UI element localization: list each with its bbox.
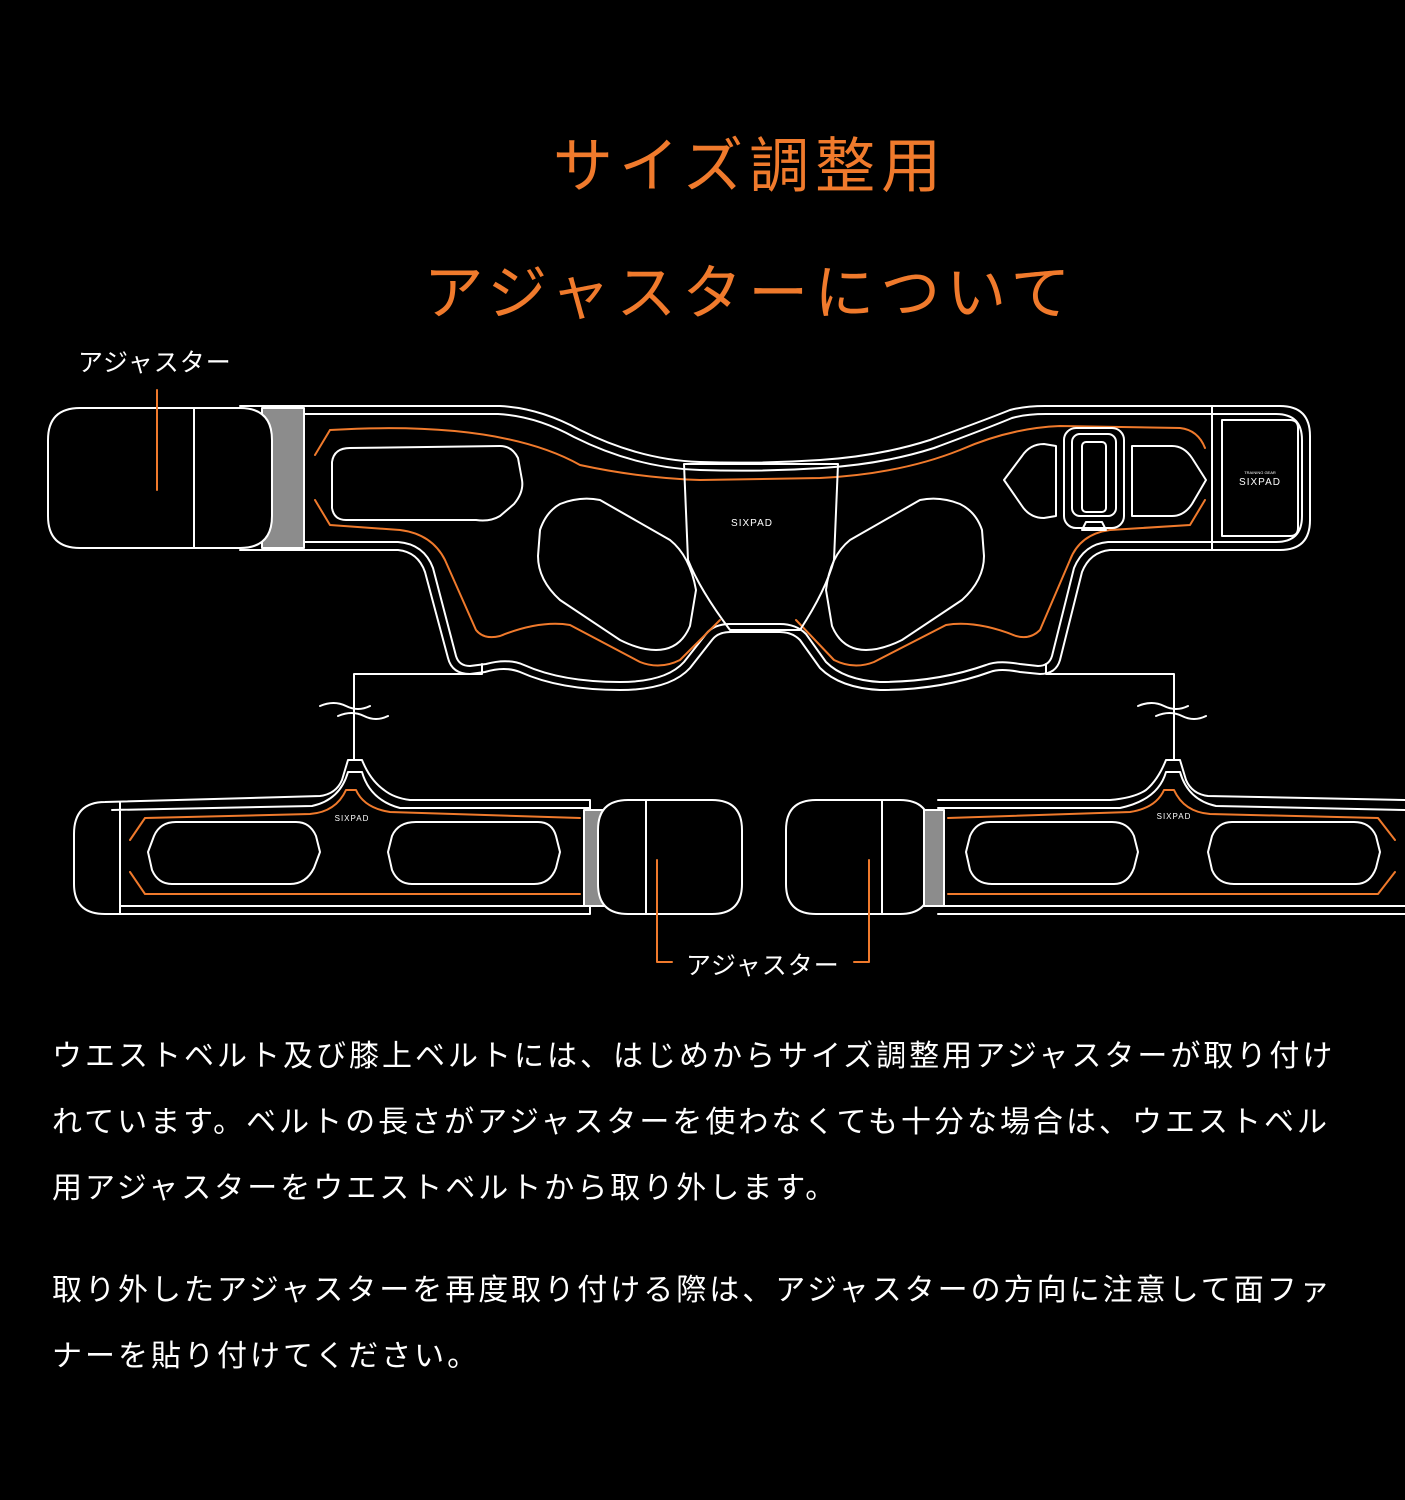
controller-holder-inner xyxy=(1071,433,1117,517)
body-paragraph-1: ウエストベルト及び膝上ベルトには、はじめからサイズ調整用アジャスターが取り付け … xyxy=(52,1024,1405,1222)
logo-waist-right-small: TRAINING GEAR xyxy=(1244,470,1276,475)
callout-label-top: アジャスター xyxy=(78,348,232,377)
logo-thigh-right: SIXPAD xyxy=(1157,812,1192,821)
thigh-right-pad-2 xyxy=(1207,821,1381,885)
thigh-left-adjuster xyxy=(597,799,743,915)
waist-pad-3 xyxy=(825,497,985,651)
thigh-right-adjuster xyxy=(785,799,931,915)
logo-waist-right: SIXPAD xyxy=(1239,477,1281,488)
belt-connectors xyxy=(319,663,1207,761)
callout-label-bottom: アジャスター xyxy=(686,951,840,980)
thigh-belt-left xyxy=(73,759,743,915)
heading-line-2: アジャスターについて xyxy=(423,259,1077,329)
waist-center-panel xyxy=(683,463,839,631)
body-paragraph-1-line-2: れています。ベルトの長さがアジャスターを使わなくても十分な場合は、ウエストベル xyxy=(52,1105,1330,1140)
waist-belt-inner-outline xyxy=(303,413,1303,683)
callout-leader-bottom-right xyxy=(853,859,870,963)
waist-adjuster-left xyxy=(47,407,273,549)
waist-belt xyxy=(47,405,1311,691)
controller-holder-outer xyxy=(1063,427,1125,529)
body-paragraph-1-line-3: 用アジャスターをウエストベルトから取り外します。 xyxy=(52,1171,839,1206)
thigh-left-pad-1 xyxy=(147,821,321,885)
logo-thigh-left: SIXPAD xyxy=(335,814,370,823)
thigh-left-pad-2 xyxy=(387,821,561,885)
thigh-belt-right xyxy=(785,759,1405,915)
heading-line-1: サイズ調整用 xyxy=(552,132,948,202)
waist-end-right xyxy=(1211,405,1299,551)
body-paragraph-2-line-2: ナーを貼り付けてください。 xyxy=(52,1339,481,1374)
body-paragraph-2-line-1: 取り外したアジャスターを再度取り付ける際は、アジャスターの方向に注意して面ファ xyxy=(52,1273,1333,1308)
belt-diagram: SIXPAD TRAINING GEAR SIXPAD SIXPAD SIXPA… xyxy=(47,389,1405,963)
waist-pad-4 xyxy=(1003,443,1057,519)
cut-mark-left xyxy=(319,702,389,720)
waist-belt-outer-outline xyxy=(239,405,1311,691)
thigh-right-adjuster-strip xyxy=(923,809,945,907)
cut-mark-right xyxy=(1137,702,1207,720)
thigh-right-pad-1 xyxy=(965,821,1139,885)
waist-pad-1 xyxy=(331,445,524,522)
waist-pad-2 xyxy=(537,497,697,651)
waist-pad-5 xyxy=(1131,445,1207,517)
logo-waist-center: SIXPAD xyxy=(731,518,773,529)
body-paragraph-2: 取り外したアジャスターを再度取り付ける際は、アジャスターの方向に注意して面ファ … xyxy=(52,1258,1405,1390)
callout-leader-bottom-left xyxy=(656,859,673,963)
body-paragraph-1-line-1: ウエストベルト及び膝上ベルトには、はじめからサイズ調整用アジャスターが取り付け xyxy=(52,1039,1336,1074)
callout-leaders xyxy=(156,389,870,963)
